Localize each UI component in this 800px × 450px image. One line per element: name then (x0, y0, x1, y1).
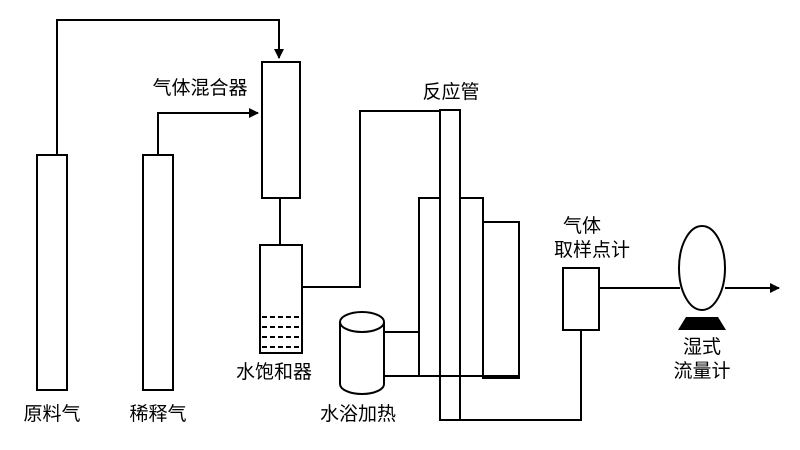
label-reaction-tube: 反应管 (422, 81, 479, 103)
water-bath-outer-loop (482, 221, 520, 379)
label-gas-mixer: 气体混合器 (152, 77, 247, 99)
label-sampling-point-line1: 气体 (563, 215, 601, 237)
dilution-gas-cylinder (142, 154, 174, 391)
reactor-to-sampling-pipe (460, 330, 582, 421)
raw-gas-pipe (56, 19, 284, 155)
label-dilution-gas: 稀释气 (129, 403, 186, 425)
label-raw-gas: 原料气 (23, 403, 80, 425)
water-saturator (259, 244, 303, 354)
gas-sampling-point (562, 267, 600, 331)
gas-mixer (261, 61, 301, 199)
reaction-tube (439, 109, 461, 421)
raw-gas-cylinder (36, 154, 68, 391)
label-water-bath-heating: 水浴加热 (320, 403, 396, 425)
wet-flow-meter (678, 225, 726, 330)
water-bath-heater (339, 311, 385, 395)
label-water-saturator: 水饱和器 (236, 361, 312, 383)
saturator-water-level (262, 316, 300, 348)
saturator-to-reactor-pipe (302, 110, 440, 288)
label-wet-flow-meter-line1: 湿式 (683, 336, 721, 358)
dilution-gas-pipe (157, 108, 259, 155)
label-wet-flow-meter-line2: 流量计 (673, 360, 730, 382)
label-sampling-point-line2: 取样点计 (554, 239, 630, 261)
